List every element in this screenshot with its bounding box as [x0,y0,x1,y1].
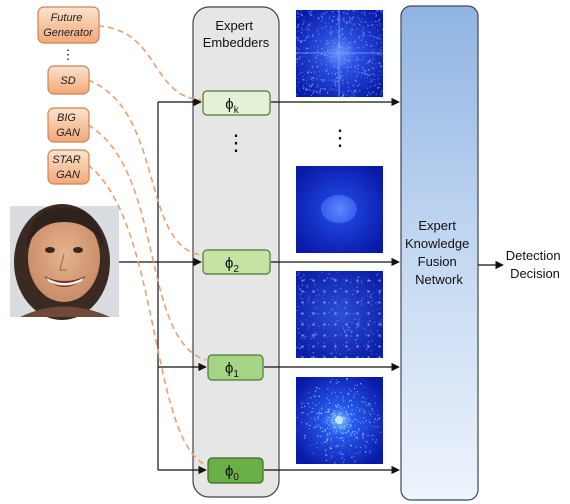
fusion-network-label: Expert Knowledge Fusion Network [405,218,473,287]
fusion-line-2: Knowledge [405,236,469,251]
generator-connectors [87,25,207,466]
svg-text:BIG GAN: BIG GAN [56,112,80,139]
fusion-line-1: Expert [418,218,456,233]
embedder-2: ϕ2 [202,249,271,275]
svg-text:ϕ2: ϕ2 [225,255,239,275]
embedder-k-subscript: k [234,105,240,116]
fusion-network-block [400,5,479,501]
svg-text:ϕ1: ϕ1 [225,360,239,380]
embedders-title-line-2: Embedders [203,35,270,50]
embedder-1-subscript: 1 [233,369,239,380]
face-photo-icon [10,204,119,320]
embedder-k: ϕk [202,90,271,116]
generator-biggan-line-1: BIG [57,112,76,124]
generator-biggan: BIG GAN [47,107,90,143]
svg-text:ϕk: ϕk [225,96,239,116]
embedder-0-subscript: 0 [233,472,239,483]
generator-future-line-2: Generator [43,27,94,39]
generator-sd-label: SD [60,75,75,87]
embedders-panel-title: Expert Embedders [203,18,270,50]
embedder-1: ϕ1 [207,354,264,381]
embedder-2-subscript: 2 [233,264,239,275]
input-branches [157,97,207,475]
generator-stargan: STAR GAN [47,149,90,185]
output-line-1: Detection [506,248,561,263]
generator-stargan-line-1: STAR [52,154,81,166]
svg-text:ϕ0: ϕ0 [225,463,239,483]
generator-stargan-line-2: GAN [56,169,80,181]
embedder-ellipsis: ⋮ [225,130,247,155]
generator-future: Future Generator [37,6,100,44]
svg-text:Future Generator: Future Generator [43,12,94,39]
output-label: Detection Decision [506,248,565,281]
embedder-k-symbol: ϕ [225,96,233,113]
generator-biggan-line-2: GAN [56,127,80,139]
embedder-2-symbol: ϕ [225,255,233,272]
embedders-title-line-1: Expert [215,18,253,33]
embedder-1-symbol: ϕ [225,360,233,377]
generator-future-line-1: Future [51,12,83,24]
fusion-line-4: Network [415,272,463,287]
embedder-0: ϕ0 [207,457,264,484]
spectrum-0-icon [296,377,383,465]
spectrum-2-icon [296,166,383,253]
spectrum-k-icon [296,10,384,98]
embedder-0-symbol: ϕ [225,463,233,480]
output-line-2: Decision [510,266,560,281]
spectrum-1-icon [296,271,383,359]
svg-text:STAR GAN: STAR GAN [52,154,84,181]
generator-sd: SD [47,65,90,95]
fusion-line-3: Fusion [418,254,457,269]
spectrum-ellipsis: ⋮ [329,125,351,150]
generator-ellipsis: ⋮ [62,47,75,62]
embedder-output-arrows [264,97,400,475]
